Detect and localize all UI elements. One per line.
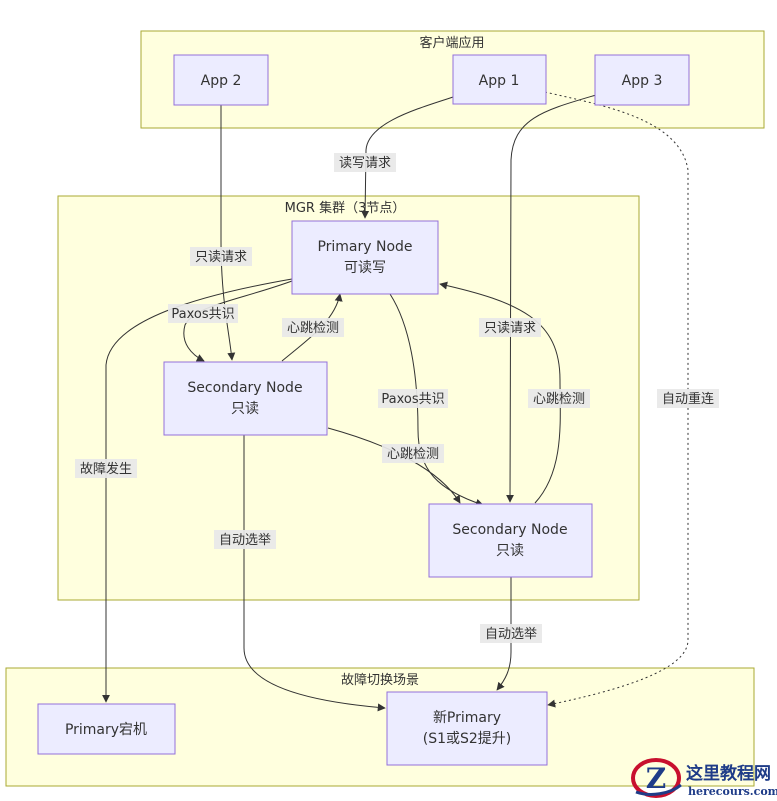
label-app1-newprimary: 自动重连 [662,391,714,407]
node-new-primary-title: 新Primary [433,710,501,726]
label-secondary1-primary: 心跳检测 [287,321,339,336]
label-primary-down: 故障发生 [80,461,132,477]
label-app2-secondary1: 只读请求 [195,250,247,265]
edge-app1-newprimary [544,91,689,708]
node-secondary1: Secondary Node 只读 [163,361,328,436]
node-secondary2: Secondary Node 只读 [428,503,593,578]
label-app1-primary: 读写请求 [339,156,391,171]
label-secondary1-newprimary: 自动选举 [219,533,271,548]
edge-secondary2-primary [439,281,561,504]
label-primary-secondary2: Paxos共识 [381,392,444,407]
watermark-logo-icon: Z [631,758,682,798]
watermark-title: 这里教程网 [686,763,771,784]
watermark-logo-letter: Z [646,762,666,795]
node-app1-label: App 1 [479,73,520,89]
edge-app3-secondary2 [506,94,597,503]
node-primary-role: 可读写 [344,259,386,276]
node-primary-down: Primary宕机 [37,703,176,755]
node-app2-label: App 2 [201,73,242,89]
node-secondary1-role: 只读 [231,400,259,417]
node-new-primary-subtitle: (S1或S2提升) [423,731,512,747]
node-app3-label: App 3 [622,73,663,89]
node-app2: App 2 [173,54,269,106]
edge-secondary1-newprimary [243,435,386,712]
label-primary-secondary1: Paxos共识 [171,307,234,322]
edge-secondary2-newprimary [496,577,512,691]
node-primary-title: Primary Node [317,239,412,255]
node-secondary2-role: 只读 [496,542,524,559]
label-secondary1-secondary2: 心跳检测 [387,447,439,462]
node-primary-down-label: Primary宕机 [65,722,147,738]
watermark-url: herecours.com [688,785,777,798]
client-apps-cluster-title: 客户端应用 [419,35,484,51]
node-primary: Primary Node 可读写 [291,220,439,295]
failover-cluster-title: 故障切换场景 [341,673,419,688]
edge-labels: 读写请求 只读请求 只读请求 自动重连 Paxos共识 Paxos共识 心跳检测… [75,153,719,643]
node-new-primary: 新Primary (S1或S2提升) [386,691,548,766]
edge-primary-secondary2 [389,293,484,507]
label-secondary2-primary: 心跳检测 [533,392,585,407]
node-secondary1-title: Secondary Node [187,380,302,396]
label-secondary2-newprimary: 自动选举 [485,627,537,642]
mgr-cluster-title: MGR 集群（3节点） [285,200,406,216]
node-app3: App 3 [594,54,690,106]
node-secondary2-title: Secondary Node [452,522,567,538]
label-app3-secondary2: 只读请求 [484,321,536,336]
watermark: Z 这里教程网 herecours.com [631,758,777,798]
edge-primary-down [102,278,293,703]
edge-app1-primary [361,96,454,219]
node-app1: App 1 [452,54,547,105]
